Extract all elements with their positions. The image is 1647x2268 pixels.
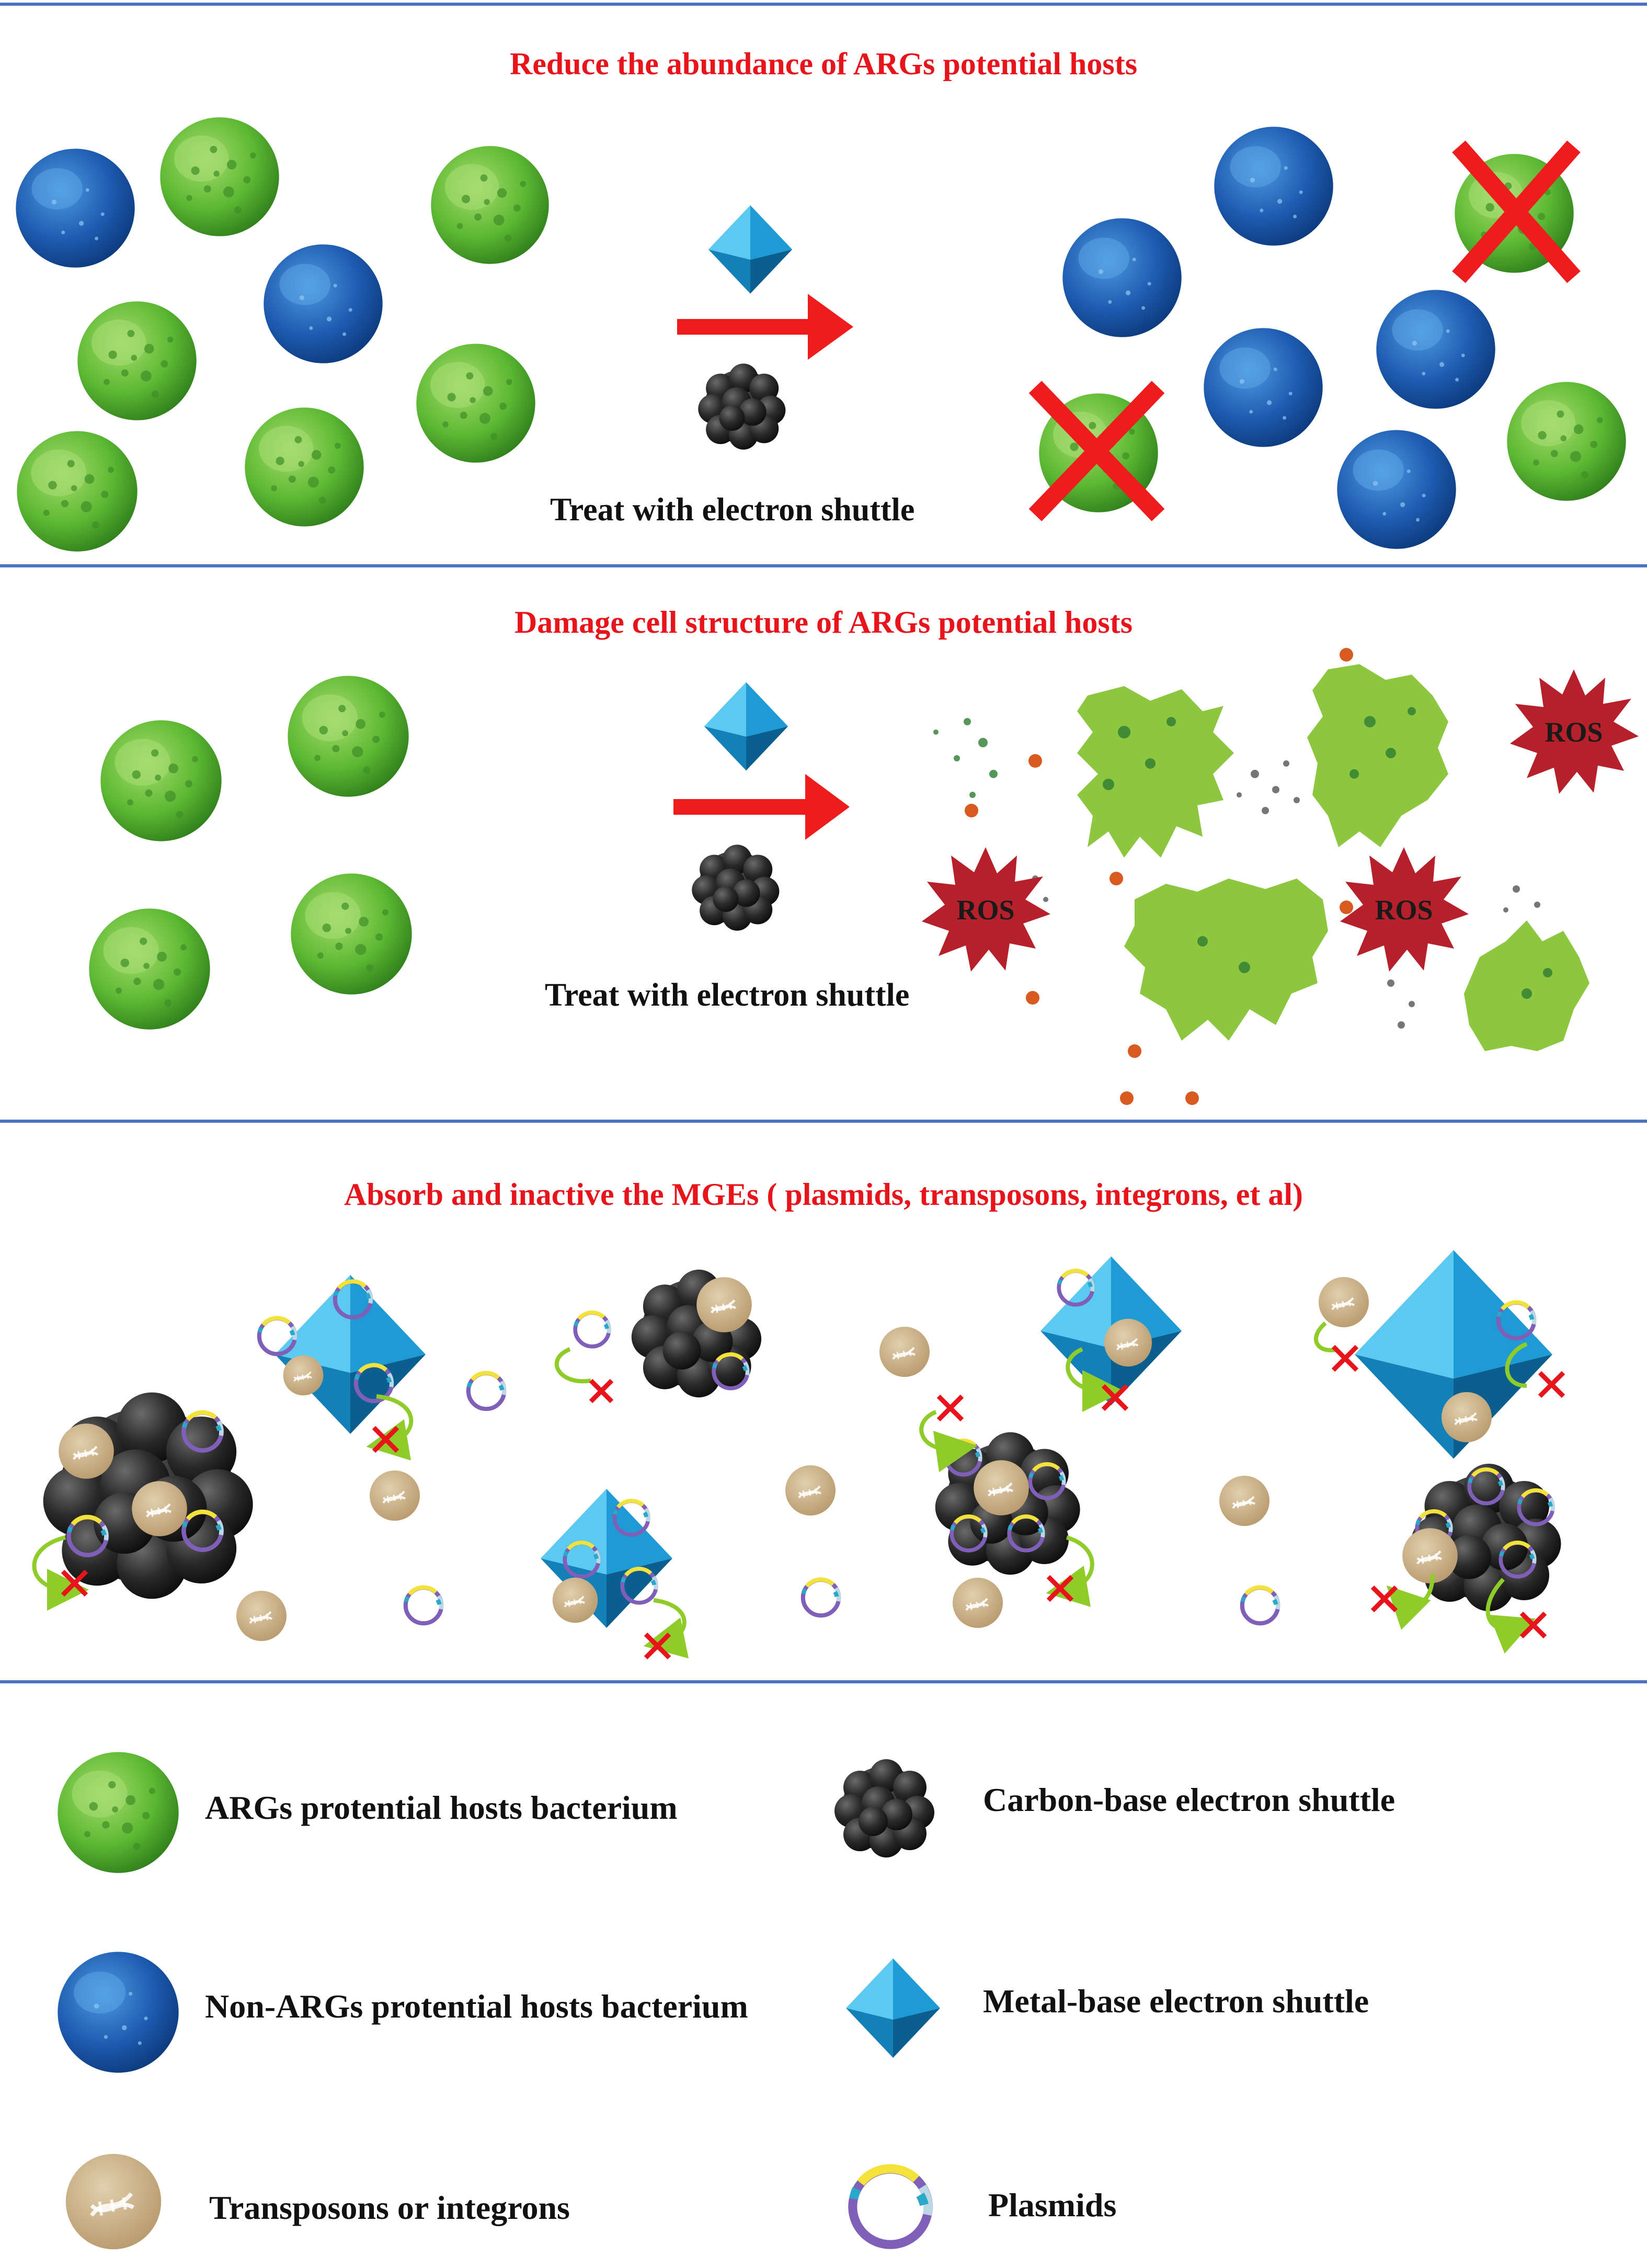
transposon-icon	[132, 1481, 187, 1536]
legend-carbon-shuttle-icon	[834, 1759, 934, 1857]
transposon-icon	[1103, 1318, 1153, 1367]
legend-metal-shuttle-label: Metal-base electron shuttle	[983, 1982, 1369, 2020]
plasmid-icon	[575, 1313, 609, 1347]
green-cell-icon	[17, 431, 138, 552]
legend-transposon-icon	[66, 2154, 161, 2249]
plasmid-icon	[259, 1318, 295, 1354]
panel-1-artwork	[16, 117, 1626, 552]
legend-plasmid-icon	[853, 2169, 928, 2244]
blue-cell-icon	[16, 149, 135, 268]
red-arrow	[673, 774, 850, 840]
transposon-icon	[1440, 1391, 1493, 1443]
legend-non-args-host-icon	[58, 1952, 179, 2073]
panel-2-caption: Treat with electron shuttle	[545, 977, 910, 1013]
blue-cell-icon	[1376, 290, 1495, 409]
plasmid-icon	[468, 1373, 504, 1409]
red-cross-icon	[1452, 140, 1581, 283]
transposon-icon	[974, 1460, 1029, 1515]
transposon-icon	[235, 1590, 288, 1642]
transposon-icon	[952, 1577, 1004, 1629]
panel-1-title: Reduce the abundance of ARGs potential h…	[509, 47, 1138, 81]
blue-cell-icon	[1204, 328, 1323, 447]
transposon-icon	[878, 1326, 931, 1378]
legend-metal-shuttle-icon	[846, 1958, 940, 2058]
blue-cell-icon	[1062, 218, 1182, 337]
legend-non-args-host-label: Non-ARGs protential hosts bacterium	[205, 1988, 748, 2025]
green-cell-icon	[245, 407, 364, 527]
green-cell-icon	[89, 908, 210, 1030]
ros-burst-icon: ROS	[1340, 847, 1469, 972]
panel-2-title: Damage cell structure of ARGs potential …	[514, 605, 1133, 640]
metal-shuttle-icon	[275, 1275, 426, 1434]
carbon-shuttle-icon	[692, 845, 780, 931]
green-cell-icon	[431, 146, 549, 264]
legend-plasmid-label: Plasmids	[988, 2186, 1117, 2224]
blue-cell-icon	[1214, 127, 1333, 246]
metal-ion-dots	[965, 648, 1353, 1105]
plasmid-icon	[1242, 1587, 1278, 1623]
green-cell-icon	[100, 720, 222, 841]
ros-burst-icon: ROS	[922, 847, 1050, 972]
transposon-icon	[369, 1469, 421, 1522]
plasmid-icon	[406, 1587, 441, 1623]
green-cell-icon	[291, 873, 412, 995]
panel-3-title: Absorb and inactive the MGEs ( plasmids,…	[344, 1177, 1303, 1212]
debris-dots-grey	[1022, 760, 1540, 1029]
green-cell-icon	[416, 344, 535, 463]
legend-transposon-label: Transposons or integrons	[209, 2189, 570, 2226]
green-cell-icon	[160, 117, 279, 236]
transposon-icon	[696, 1277, 752, 1332]
ros-burst-icon: ROS	[1510, 669, 1639, 794]
green-cell-icon	[77, 301, 197, 420]
blue-cell-icon	[264, 244, 383, 363]
legend-args-host-icon	[58, 1752, 179, 1873]
svg-text:ROS: ROS	[1545, 716, 1603, 748]
carbon-shuttle-icon	[698, 363, 786, 450]
green-cell-icon	[288, 676, 409, 797]
svg-text:ROS: ROS	[956, 894, 1014, 926]
transposon-icon	[1318, 1276, 1370, 1328]
blue-cell-icon	[1337, 430, 1456, 549]
debris-dots	[933, 707, 1552, 999]
lysed-cell-debris	[1077, 664, 1589, 1051]
plasmid-icon	[803, 1579, 839, 1615]
green-cell-icon	[1507, 382, 1626, 501]
legend-args-host-label: ARGs protential hosts bacterium	[205, 1789, 678, 1826]
legend-carbon-shuttle-label: Carbon-base electron shuttle	[983, 1781, 1396, 1818]
transposon-icon	[59, 1423, 114, 1479]
transposon-icon	[552, 1577, 599, 1624]
red-arrow	[677, 294, 853, 360]
metal-shuttle-icon	[708, 205, 793, 294]
panel-3-artwork	[32, 1250, 1565, 1660]
panel-1-caption: Treat with electron shuttle	[550, 492, 915, 528]
transposon-icon	[784, 1464, 837, 1517]
metal-shuttle-icon	[704, 682, 788, 771]
transposon-icon	[1218, 1475, 1271, 1527]
transposon-icon	[282, 1354, 324, 1396]
svg-text:ROS: ROS	[1375, 894, 1433, 926]
panel-2-artwork: ROS ROS ROS	[89, 648, 1639, 1105]
red-cross-icon	[1028, 381, 1165, 521]
transposon-icon	[1402, 1528, 1458, 1583]
